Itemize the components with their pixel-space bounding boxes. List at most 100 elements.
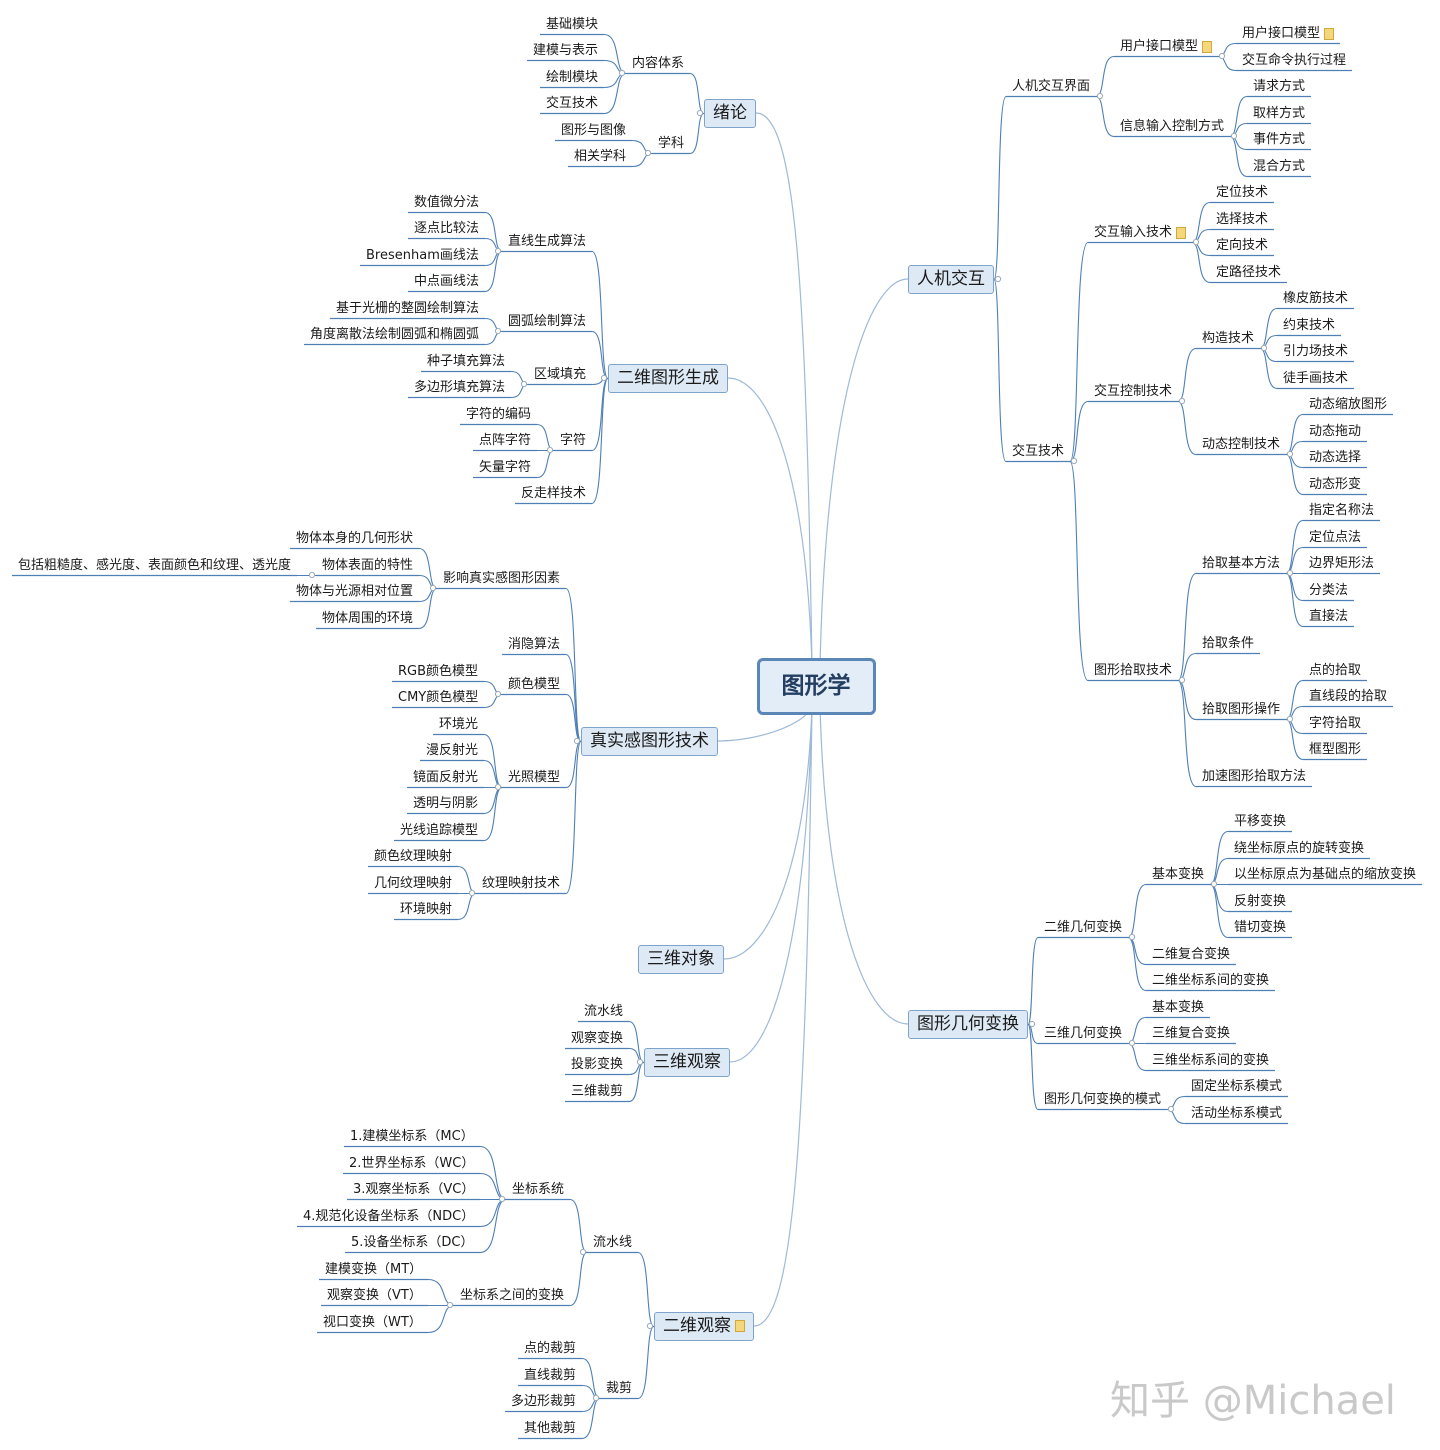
collapse-toggle[interactable] [1028, 1020, 1036, 1028]
node-ew-zx-4[interactable]: 中点画线法 [414, 274, 480, 289]
node-jh-ew-fh[interactable]: 二维复合变换 [1152, 947, 1231, 962]
node-rj-js-kz[interactable]: 交互控制技术 [1094, 384, 1173, 399]
node-ew-yh-1[interactable]: 基于光栅的整圆绘制算法 [336, 301, 480, 316]
node-rj-js-sr-3[interactable]: 定向技术 [1216, 238, 1269, 253]
node-swgc-2[interactable]: 观察变换 [571, 1031, 624, 1046]
node-zs-yx-1[interactable]: 物体本身的几何形状 [296, 531, 414, 546]
node-rj-js-sq-jb-4[interactable]: 分类法 [1309, 583, 1349, 598]
node-ew-zf-3[interactable]: 矢量字符 [479, 460, 532, 475]
node-ew-zx-3[interactable]: Bresenham画线法 [366, 248, 479, 263]
collapse-toggle[interactable] [618, 69, 626, 77]
node-ew-zx[interactable]: 直线生成算法 [508, 234, 587, 249]
node-rj-jm[interactable]: 人机交互界面 [1012, 79, 1091, 94]
node-rj-js-kz-dt-1[interactable]: 动态缩放图形 [1309, 397, 1388, 412]
node-rj-js-kz-dt-3[interactable]: 动态选择 [1309, 450, 1362, 465]
node-swgc-1[interactable]: 流水线 [584, 1004, 624, 1019]
node-rj-jm-xx-3[interactable]: 事件方式 [1253, 132, 1306, 147]
node-ew-qy-1[interactable]: 种子填充算法 [427, 354, 506, 369]
node-jh-ew-jb[interactable]: 基本变换 [1152, 867, 1205, 882]
collapse-toggle[interactable] [494, 247, 502, 255]
collapse-toggle[interactable] [696, 109, 704, 117]
node-rj-js-sr-4[interactable]: 定路径技术 [1216, 265, 1282, 280]
collapse-toggle[interactable] [1128, 933, 1136, 941]
node-rj-jm-yh[interactable]: 用户接口模型 [1120, 40, 1213, 53]
node-rj-js-sq-cz-2[interactable]: 直线段的拾取 [1309, 689, 1388, 704]
node-rj-js-kz-gz-4[interactable]: 徒手画技术 [1283, 371, 1349, 386]
node-zs-wl-1[interactable]: 颜色纹理映射 [374, 849, 453, 864]
node-rj-js-sq-jb-2[interactable]: 定位点法 [1309, 530, 1362, 545]
node-xl-xk-2[interactable]: 相关学科 [574, 149, 627, 164]
collapse-toggle[interactable] [1260, 344, 1268, 352]
node-rj-js-sr[interactable]: 交互输入技术 [1094, 226, 1187, 239]
collapse-toggle[interactable] [498, 1195, 506, 1203]
node-rj-js-sq-cz-4[interactable]: 框型图形 [1309, 742, 1362, 757]
node-ewgc-cj[interactable]: 裁剪 [606, 1381, 633, 1396]
node-rj-js-kz-dt-2[interactable]: 动态拖动 [1309, 424, 1362, 439]
collapse-toggle[interactable] [1210, 880, 1218, 888]
node-rj-js-sq-cz-3[interactable]: 字符拾取 [1309, 716, 1362, 731]
collapse-toggle[interactable] [494, 690, 502, 698]
node-rj-js-sq-cz[interactable]: 拾取图形操作 [1202, 702, 1281, 717]
node-zs-yx-2[interactable]: 物体表面的特性 [322, 558, 414, 573]
node-rj-jm-yh-2[interactable]: 交互命令执行过程 [1242, 53, 1347, 68]
node-ewgc-zb-4[interactable]: 4.规范化设备坐标系（NDC） [303, 1209, 475, 1224]
node-jh-sw-1[interactable]: 基本变换 [1152, 1000, 1205, 1015]
collapse-toggle[interactable] [1286, 715, 1294, 723]
node-zs-ys[interactable]: 颜色模型 [508, 677, 561, 692]
node-ew-qy[interactable]: 区域填充 [534, 367, 587, 382]
node-rj-js-kz-gz[interactable]: 构造技术 [1202, 331, 1255, 346]
node-ewgc-bh-2[interactable]: 观察变换（VT） [327, 1288, 422, 1303]
node-ew-zx-1[interactable]: 数值微分法 [414, 195, 480, 210]
node-rj-js[interactable]: 交互技术 [1012, 444, 1065, 459]
collapse-toggle[interactable] [636, 1058, 644, 1066]
node-xl-xk[interactable]: 学科 [658, 136, 685, 151]
collapse-toggle[interactable] [1178, 676, 1186, 684]
node-zs-wl-3[interactable]: 环境映射 [400, 902, 453, 917]
node-xl[interactable]: 绪论 [704, 98, 756, 128]
node-rj-js-sq-jb-1[interactable]: 指定名称法 [1309, 503, 1375, 518]
collapse-toggle[interactable] [1128, 1039, 1136, 1047]
node-rj-jm-xx-4[interactable]: 混合方式 [1253, 159, 1306, 174]
node-jh-ew-jb-5[interactable]: 错切变换 [1234, 920, 1287, 935]
node-rj-js-sr-1[interactable]: 定位技术 [1216, 185, 1269, 200]
collapse-toggle[interactable] [600, 374, 608, 382]
node-rj-js-sq-js[interactable]: 加速图形拾取方法 [1202, 769, 1307, 784]
node-zs-ys-1[interactable]: RGB颜色模型 [398, 664, 479, 679]
collapse-toggle[interactable] [308, 571, 316, 579]
node-zs-xy[interactable]: 消隐算法 [508, 637, 561, 652]
collapse-toggle[interactable] [1218, 52, 1226, 60]
collapse-toggle[interactable] [446, 1301, 454, 1309]
node-zs-wl[interactable]: 纹理映射技术 [482, 876, 561, 891]
node-xl-nrtx-1[interactable]: 基础模块 [546, 17, 599, 32]
node-jh-ew-jb-3[interactable]: 以坐标原点为基础点的缩放变换 [1234, 867, 1417, 882]
node-ewgc-zb-1[interactable]: 1.建模坐标系（MC） [350, 1129, 474, 1144]
node-zs[interactable]: 真实感图形技术 [581, 726, 718, 756]
node-jh-sw-2[interactable]: 三维复合变换 [1152, 1026, 1231, 1041]
collapse-toggle[interactable] [1286, 450, 1294, 458]
node-jh-ew-jb-2[interactable]: 绕坐标原点的旋转变换 [1234, 841, 1365, 856]
collapse-toggle[interactable] [1167, 1105, 1175, 1113]
collapse-toggle[interactable] [494, 783, 502, 791]
node-ewgc-cj-1[interactable]: 点的裁剪 [524, 1341, 577, 1356]
node-ewgc-bh-1[interactable]: 建模变换（MT） [325, 1262, 423, 1277]
collapse-toggle[interactable] [1192, 238, 1200, 246]
node-zs-gz-4[interactable]: 透明与阴影 [413, 796, 479, 811]
node-rj-jm-xx-1[interactable]: 请求方式 [1253, 79, 1306, 94]
node-rj-js-kz-dt-4[interactable]: 动态形变 [1309, 477, 1362, 492]
node-xl-xk-1[interactable]: 图形与图像 [561, 123, 627, 138]
node-rj-js-kz-gz-1[interactable]: 橡皮筋技术 [1283, 291, 1349, 306]
node-rj-js-kz-dt[interactable]: 动态控制技术 [1202, 437, 1281, 452]
node-rj-js-sq-jb-5[interactable]: 直接法 [1309, 609, 1349, 624]
node-ewgc-ls[interactable]: 流水线 [593, 1235, 633, 1250]
node-rj-jm-xx-2[interactable]: 取样方式 [1253, 106, 1306, 121]
collapse-toggle[interactable] [994, 275, 1002, 283]
collapse-toggle[interactable] [546, 446, 554, 454]
node-ewgc-bh[interactable]: 坐标系之间的变换 [460, 1288, 565, 1303]
node-rj-js-sq-tj[interactable]: 拾取条件 [1202, 636, 1255, 651]
collapse-toggle[interactable] [468, 889, 476, 897]
node-ewgc-zb-5[interactable]: 5.设备坐标系（DC） [351, 1235, 474, 1250]
node-rj-js-sq-cz-1[interactable]: 点的拾取 [1309, 663, 1362, 678]
node-rj-js-sq-jb[interactable]: 拾取基本方法 [1202, 556, 1281, 571]
node-xl-nrtx-4[interactable]: 交互技术 [546, 96, 599, 111]
node-ewgc-zb-2[interactable]: 2.世界坐标系（WC） [349, 1156, 475, 1171]
